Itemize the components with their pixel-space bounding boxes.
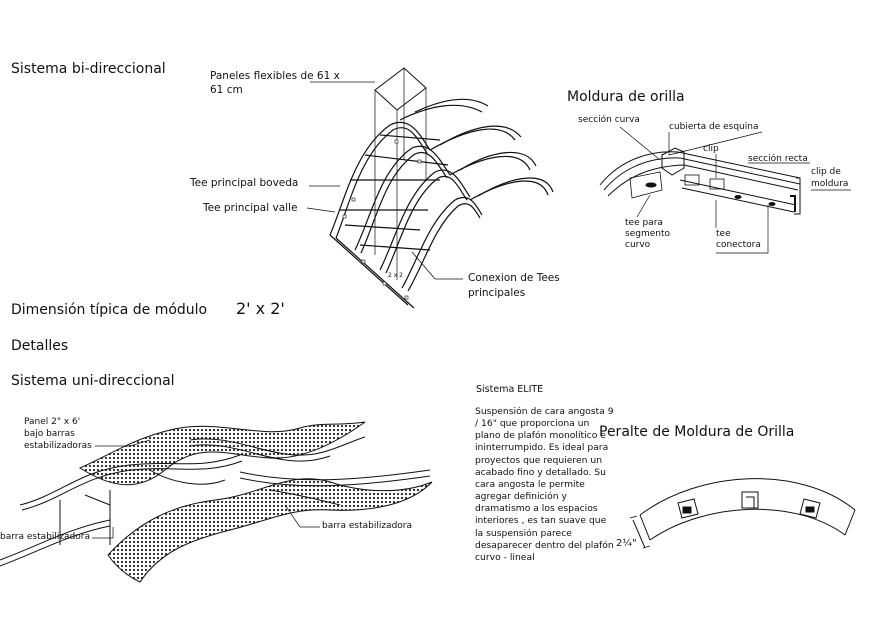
flexible-panel xyxy=(374,67,427,111)
heading-peralte: Peralte de Moldura de Orilla xyxy=(599,424,795,440)
label-curvo: curvo xyxy=(625,240,651,250)
label-tee-para: tee para xyxy=(625,218,663,228)
label-panel: Panel 2" x 6' xyxy=(24,417,81,427)
label-clip: clip xyxy=(703,144,719,154)
leaders-moldura xyxy=(619,126,851,254)
label-cubierta-esquina: cubierta de esquina xyxy=(669,122,759,132)
panel-upper xyxy=(78,421,366,486)
slot-1 xyxy=(645,182,657,188)
clip-right xyxy=(709,178,725,190)
slot-3 xyxy=(768,202,776,206)
dimension-value: 2' x 2' xyxy=(236,299,285,318)
label-clip-moldura: clip de xyxy=(811,167,841,177)
heading-detalles: Detalles xyxy=(11,338,69,354)
label-seccion-recta: sección recta xyxy=(748,154,808,164)
heading-dimension-modulo: Dimensión típica de módulo xyxy=(11,302,208,318)
elite-title: Sistema ELITE xyxy=(476,384,544,395)
label-conexion-2: principales xyxy=(468,287,526,299)
label-tee-boveda: Tee principal boveda xyxy=(190,177,299,189)
main-tees xyxy=(329,121,483,309)
label-paneles: Paneles flexibles de 61 x xyxy=(210,70,340,82)
peralte-dimension: 2¼" xyxy=(616,538,637,549)
leaders-uni xyxy=(92,439,320,539)
leaders-bi xyxy=(306,185,463,280)
vault-arcs xyxy=(399,98,554,201)
heading-uni-direccional: Sistema uni-direccional xyxy=(11,373,175,389)
clip-left xyxy=(684,174,700,186)
cross-tees xyxy=(340,134,449,251)
label-barra-left: barra estabilizadora xyxy=(0,532,91,542)
heading-bi-direccional: Sistema bi-direccional xyxy=(11,61,166,77)
projection-lines xyxy=(374,68,427,280)
heading-moldura-de-orilla: Moldura de orilla xyxy=(567,89,685,105)
moldura-orilla xyxy=(599,126,851,254)
label-seccion-curva: sección curva xyxy=(578,115,640,125)
label-module-size: 2 x 2 xyxy=(388,272,403,279)
label-conexion: Conexion de Tees xyxy=(468,272,560,284)
label-panel-2: bajo barras xyxy=(24,429,75,439)
slot-2 xyxy=(734,195,742,199)
peralte-molding xyxy=(629,478,856,549)
panel-lower xyxy=(107,478,433,583)
label-panel-3: estabilizadoras xyxy=(24,441,92,451)
peralte-clips xyxy=(677,491,821,519)
label-clip-moldura-2: moldura xyxy=(811,179,849,189)
bi-directional-grid xyxy=(306,67,554,309)
label-conectora: conectora xyxy=(716,240,761,250)
uni-directional-panels xyxy=(0,421,433,583)
label-barra-right: barra estabilizadora xyxy=(322,521,413,531)
label-paneles-2: 61 cm xyxy=(210,84,243,96)
elite-description: Suspensión de cara angosta 9 / 16" que p… xyxy=(475,406,614,563)
label-tee: tee xyxy=(716,229,731,239)
label-segmento: segmento xyxy=(625,229,670,239)
label-tee-valle: Tee principal valle xyxy=(203,202,298,214)
tee-holes xyxy=(342,139,422,300)
